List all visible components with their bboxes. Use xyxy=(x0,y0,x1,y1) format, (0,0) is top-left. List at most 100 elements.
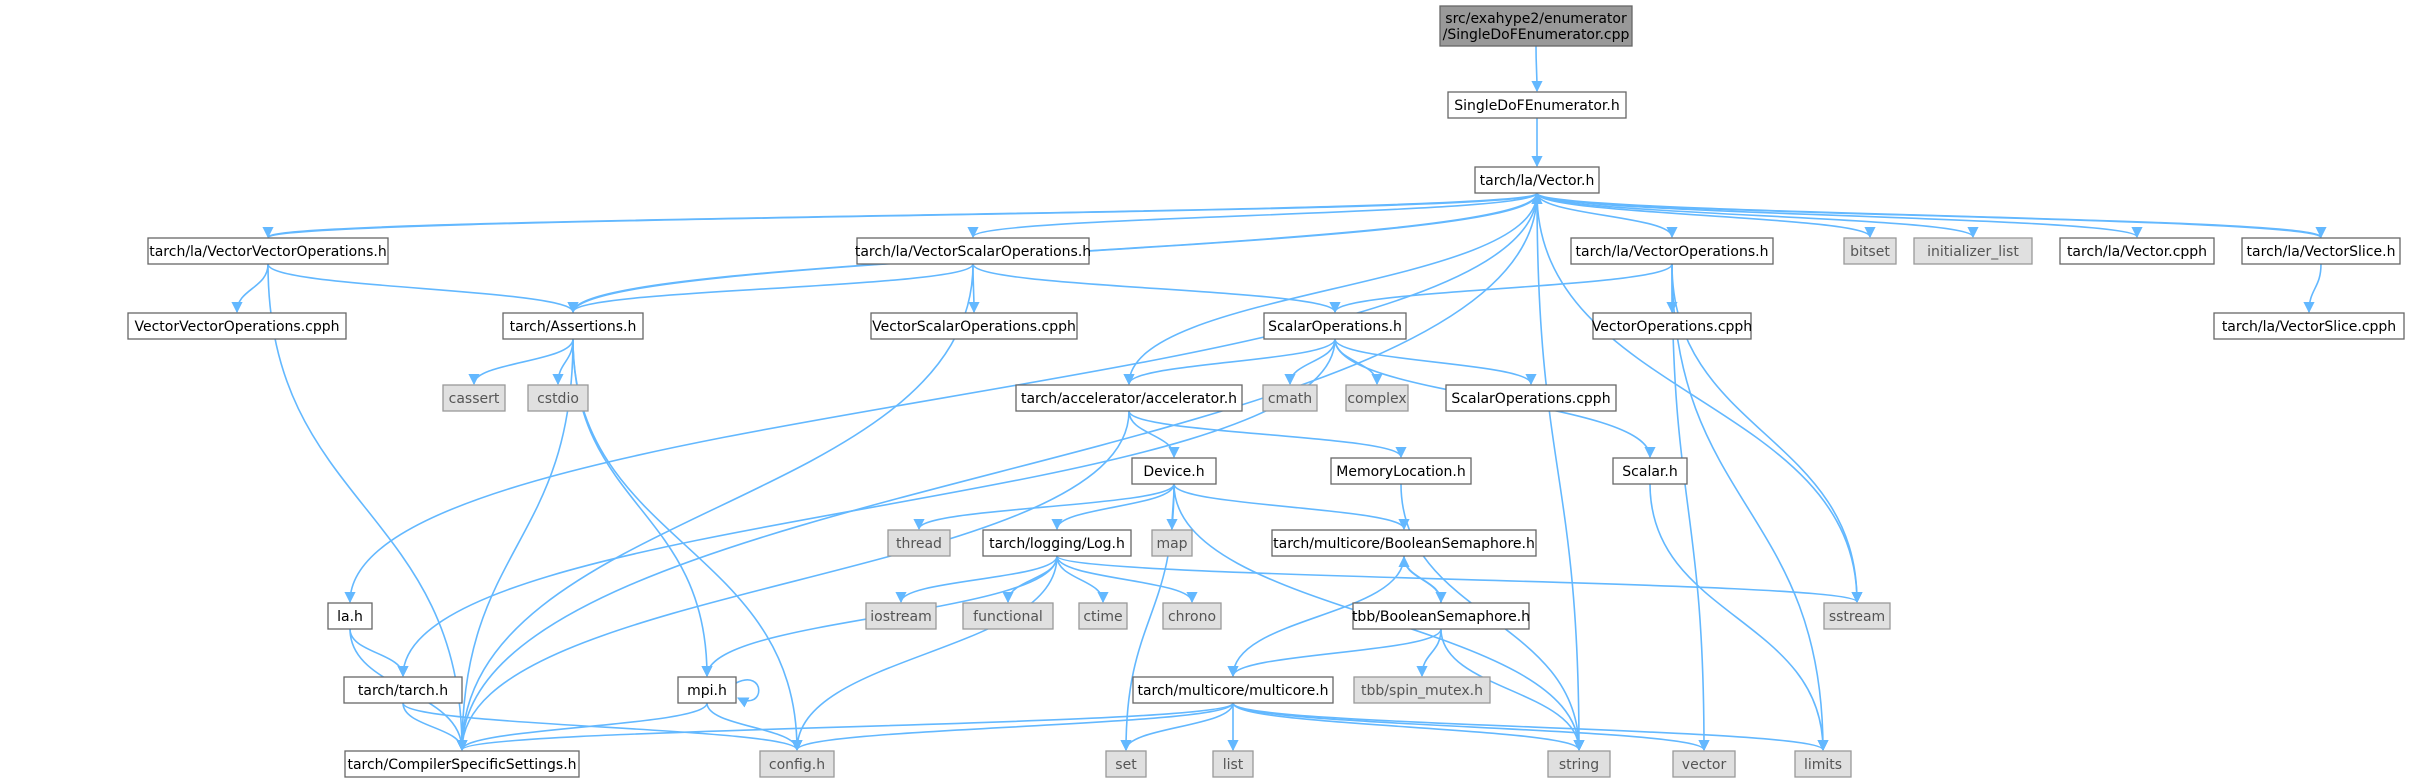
edge-vslice_h-to-vector_h xyxy=(1531,192,2322,239)
edge-log_h-to-chrono xyxy=(1056,555,1198,604)
node-box xyxy=(147,237,389,265)
node-box xyxy=(1612,457,1688,485)
edge-tarch_h-to-config_h xyxy=(402,702,803,752)
node-label: tarch/la/VectorSlice.h xyxy=(2247,244,2396,260)
node-iostream: iostream xyxy=(865,602,937,630)
node-box xyxy=(1353,676,1491,704)
edge-vslice_h-to-vslice_cpph xyxy=(2303,263,2322,314)
node-tbbspin_h: tbb/spin_mutex.h xyxy=(1353,676,1491,704)
node-box xyxy=(887,529,951,557)
node-label: config.h xyxy=(769,757,825,773)
edge-assertions_h-to-config_h xyxy=(572,338,803,752)
node-label: list xyxy=(1223,757,1244,773)
edge-device_h-to-log_h xyxy=(1051,483,1175,531)
node-vvo_h[interactable]: tarch/la/VectorVectorOperations.h xyxy=(147,237,389,265)
node-tbbbs_h[interactable]: tbb/BooleanSemaphore.h xyxy=(1352,602,1530,630)
node-list: list xyxy=(1212,750,1254,778)
node-sdfe_h[interactable]: SingleDoFEnumerator.h xyxy=(1447,91,1627,119)
node-box xyxy=(1474,166,1600,194)
node-label: bitset xyxy=(1850,244,1890,260)
node-box xyxy=(1078,602,1128,630)
edge-vector_h-to-string xyxy=(1536,192,1585,752)
node-so_h[interactable]: ScalarOperations.h xyxy=(1263,312,1407,340)
edge-tarch_h-to-css_h xyxy=(402,702,468,752)
node-vo_h[interactable]: tarch/la/VectorOperations.h xyxy=(1570,237,1774,265)
node-initializer_list: initializer_list xyxy=(1913,237,2033,265)
node-label: ctime xyxy=(1083,609,1122,625)
node-css_h[interactable]: tarch/CompilerSpecificSettings.h xyxy=(344,750,580,778)
node-box xyxy=(1445,384,1617,412)
node-cmath: cmath xyxy=(1262,384,1318,412)
node-vector_cpph[interactable]: tarch/la/Vector.cpph xyxy=(2059,237,2215,265)
node-label: VectorScalarOperations.cpph xyxy=(872,319,1076,335)
node-box xyxy=(1212,750,1254,778)
node-box xyxy=(1794,750,1852,778)
node-box xyxy=(962,602,1054,630)
node-multicore_h[interactable]: tarch/multicore/multicore.h xyxy=(1132,676,1334,704)
node-box xyxy=(2213,312,2405,340)
edge-multicore_h-to-limits xyxy=(1232,702,1829,752)
edge-vector_h-to-accel_h xyxy=(1123,192,1538,386)
node-label: tarch/la/VectorScalarOperations.h xyxy=(855,244,1091,260)
node-label: cassert xyxy=(449,391,500,407)
node-label: src/exahype2/enumerator xyxy=(1445,11,1627,27)
node-la_h[interactable]: la.h xyxy=(327,602,373,630)
edge-vvo_h-to-assertions_h xyxy=(267,263,579,314)
edge-log_h-to-sstream xyxy=(1056,555,1863,604)
node-thread: thread xyxy=(887,529,951,557)
edge-mpi_h-to-css_h xyxy=(456,702,708,752)
edge-accel_h-to-css_h xyxy=(456,410,1130,752)
graph-nodes: src/exahype2/enumerator/SingleDoFEnumera… xyxy=(127,5,2405,778)
node-vector_h[interactable]: tarch/la/Vector.h xyxy=(1474,166,1600,194)
edge-vso_h-to-css_h xyxy=(456,263,974,752)
node-box xyxy=(1439,5,1633,47)
node-box xyxy=(2241,237,2401,265)
node-mpi_h[interactable]: mpi.h xyxy=(677,676,737,704)
node-label: tarch/la/Vector.h xyxy=(1480,173,1595,189)
node-box xyxy=(1823,602,1891,630)
node-vvo_cpph[interactable]: VectorVectorOperations.cpph xyxy=(127,312,347,340)
node-label: tarch/multicore/BooleanSemaphore.h xyxy=(1273,536,1535,552)
node-accel_h[interactable]: tarch/accelerator/accelerator.h xyxy=(1015,384,1243,412)
node-box xyxy=(1447,91,1627,119)
node-vso_cpph[interactable]: VectorScalarOperations.cpph xyxy=(870,312,1078,340)
node-label: complex xyxy=(1347,391,1406,407)
node-vector_sys: vector xyxy=(1672,750,1736,778)
node-tarch_h[interactable]: tarch/tarch.h xyxy=(343,676,463,704)
node-so_cpph[interactable]: ScalarOperations.cpph xyxy=(1445,384,1617,412)
node-label: VectorOperations.cpph xyxy=(1592,319,1752,335)
node-ctime: ctime xyxy=(1078,602,1128,630)
node-label: SingleDoFEnumerator.h xyxy=(1454,98,1619,114)
node-scalar_h[interactable]: Scalar.h xyxy=(1612,457,1688,485)
node-vslice_cpph[interactable]: tarch/la/VectorSlice.cpph xyxy=(2213,312,2405,340)
node-label: tarch/multicore/multicore.h xyxy=(1137,683,1328,699)
node-map: map xyxy=(1151,529,1193,557)
node-box xyxy=(1015,384,1243,412)
node-box xyxy=(1352,602,1530,630)
node-vo_cpph[interactable]: VectorOperations.cpph xyxy=(1592,312,1752,340)
edge-log_h-to-ctime xyxy=(1056,555,1109,604)
node-mcbs_h[interactable]: tarch/multicore/BooleanSemaphore.h xyxy=(1271,529,1537,557)
edge-so_h-to-cmath xyxy=(1284,338,1336,386)
node-vslice_h[interactable]: tarch/la/VectorSlice.h xyxy=(2241,237,2401,265)
node-label: thread xyxy=(896,536,942,552)
edge-vvo_h-to-vvo_cpph xyxy=(231,263,269,314)
node-memloc_h[interactable]: MemoryLocation.h xyxy=(1330,457,1472,485)
node-box xyxy=(344,750,580,778)
edge-multicore_h-to-css_h xyxy=(456,702,1234,752)
edge-tbbbs_h-to-string xyxy=(1440,628,1585,752)
node-box xyxy=(677,676,737,704)
edge-tbbbs_h-to-tbbspin_h xyxy=(1416,628,1442,678)
node-label: tarch/la/Vector.cpph xyxy=(2067,244,2207,260)
edge-scalar_h-to-limits xyxy=(1649,483,1829,752)
node-vso_h[interactable]: tarch/la/VectorScalarOperations.h xyxy=(855,237,1091,265)
node-root[interactable]: src/exahype2/enumerator/SingleDoFEnumera… xyxy=(1439,5,1633,47)
node-label: tarch/accelerator/accelerator.h xyxy=(1021,391,1237,407)
edge-vector_h-to-sstream xyxy=(1536,192,1863,604)
node-device_h[interactable]: Device.h xyxy=(1131,457,1217,485)
node-label: tbb/BooleanSemaphore.h xyxy=(1352,609,1530,625)
node-label: iostream xyxy=(870,609,932,625)
node-assertions_h[interactable]: tarch/Assertions.h xyxy=(502,312,644,340)
node-log_h[interactable]: tarch/logging/Log.h xyxy=(982,529,1132,557)
node-label: functional xyxy=(973,609,1043,625)
